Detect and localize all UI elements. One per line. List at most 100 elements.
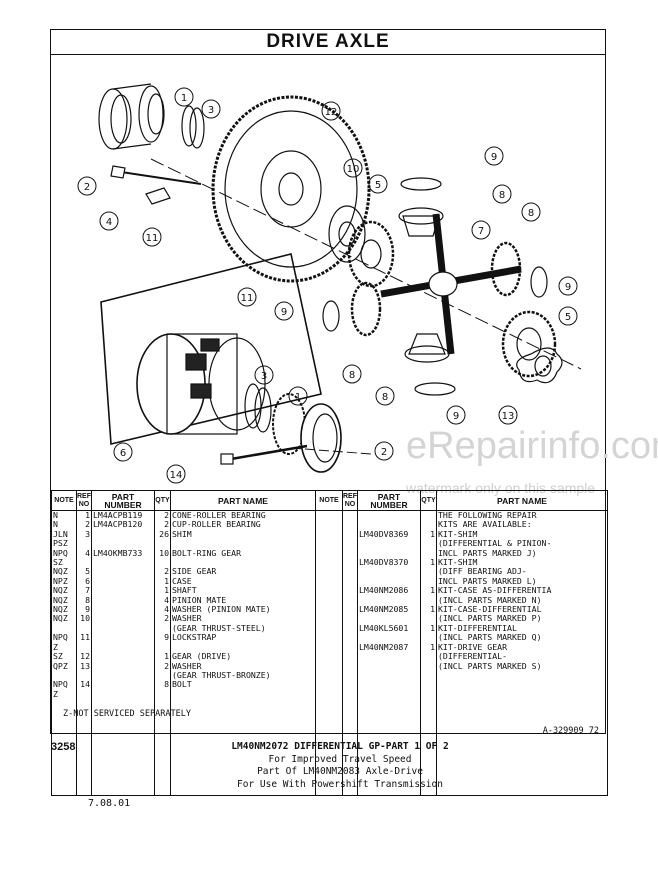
left-qty-cell [154,670,171,681]
footer-line-2: For Improved Travel Speed [268,753,412,765]
empty-cell [315,558,343,568]
left-name-cell [170,689,316,796]
left-name-cell [170,539,316,549]
pinion-washer-top [400,177,442,191]
left-part-cell [91,642,155,653]
right-name-cell [436,670,608,681]
left-qty-cell: 4 [154,605,171,615]
left-part-cell [91,633,155,643]
callout-9-right: 9 [565,282,571,293]
left-part-cell [91,623,155,634]
left-part-cell [91,661,155,671]
left-note-cell: PSZ [51,539,77,549]
left-note-cell: Z [51,642,77,653]
empty-cell [342,614,358,624]
exploded-view-diagram: 1 3 2 4 11 12 10 5 9 8 8 7 9 9 11 8 5 8 … [77,83,582,484]
empty-cell [342,633,358,643]
right-part-cell [357,652,421,662]
callout-3-bottom: 3 [261,371,267,382]
left-ref-cell [76,689,92,796]
left-note-cell: NQZ [51,605,77,615]
pinion-mate-right [490,241,522,297]
header-qty-2: QTY [420,490,437,511]
drawing-number: A-329909 72 [542,726,599,736]
callout-1-bottom: 1 [295,392,301,403]
left-note-cell: NQZ [51,614,77,624]
right-qty-cell: 1 [420,605,437,615]
left-ref-cell: 5 [76,567,92,577]
left-ref-cell: 8 [76,595,92,606]
left-qty-cell: 1 [154,652,171,662]
left-part-cell [91,670,155,681]
empty-cell [342,595,358,606]
callout-5-left: 5 [375,180,381,191]
pinion-washer-left [322,300,340,332]
left-name-cell: CUP-ROLLER BEARING [170,520,316,530]
empty-cell [342,652,358,662]
right-name-cell: (DIFFERENTIAL- [436,652,608,662]
left-name-cell: SHIM [170,529,316,540]
right-name-cell: (DIFFERENTIAL & PINION- [436,539,608,549]
left-qty-cell: 9 [154,633,171,643]
left-qty-cell: 2 [154,614,171,624]
footnote: Z-NOT SERVICED SEPARATELY [63,709,191,719]
empty-cell [342,567,358,577]
left-qty-cell [154,558,171,568]
empty-cell [315,661,343,671]
callout-10: 10 [347,164,360,175]
thrust-washer-bronze [516,347,563,384]
callout-14: 14 [170,470,183,481]
empty-cell [315,652,343,662]
left-qty-cell: 4 [154,595,171,606]
left-qty-cell: 8 [154,680,171,690]
footer-line-4: For Use With Powershift Transmission [237,778,443,790]
right-part-cell [357,548,421,559]
header-part-number: PART NUMBER [91,490,155,511]
empty-cell [342,529,358,540]
right-name-cell: (INCL PARTS MARKED S) [436,661,608,671]
right-part-cell: LM40DV8370 [357,558,421,568]
right-part-cell: LM40KL5601 [357,623,421,634]
left-note-cell: SZ [51,652,77,662]
title-bar: DRIVE AXLE [51,30,605,55]
right-qty-cell: 1 [420,623,437,634]
empty-cell [342,520,358,530]
empty-cell [342,558,358,568]
bearing-cone-top [138,85,164,143]
left-name-cell [170,558,316,568]
callout-8-left: 8 [349,370,355,381]
left-name-cell: LOCKSTRAP [170,633,316,643]
right-name-cell: (DIFF BEARING ADJ- [436,567,608,577]
left-part-cell [91,567,155,577]
left-ref-cell: 11 [76,633,92,643]
right-qty-cell [420,633,437,643]
right-part-cell: LM40NM2085 [357,605,421,615]
left-name-cell: WASHER [170,614,316,624]
left-ref-cell: 12 [76,652,92,662]
empty-cell [315,539,343,549]
left-ref-cell [76,539,92,549]
empty-cell [342,539,358,549]
left-part-cell [91,605,155,615]
empty-cell [342,586,358,596]
empty-cell [342,642,358,653]
right-qty-cell: 1 [420,642,437,653]
callout-2-top: 2 [84,182,90,193]
table-row: PSZ (DIFFERENTIAL & PINION- [51,539,608,549]
left-ref-cell [76,670,92,681]
right-qty-cell: 1 [420,558,437,568]
left-name-cell: WASHER (PINION MATE) [170,605,316,615]
right-part-cell [357,567,421,577]
left-ref-cell [76,642,92,653]
right-name-cell: KIT-SHIM [436,529,608,540]
callout-1-top: 1 [181,93,187,104]
left-note-cell: NQZ [51,586,77,596]
